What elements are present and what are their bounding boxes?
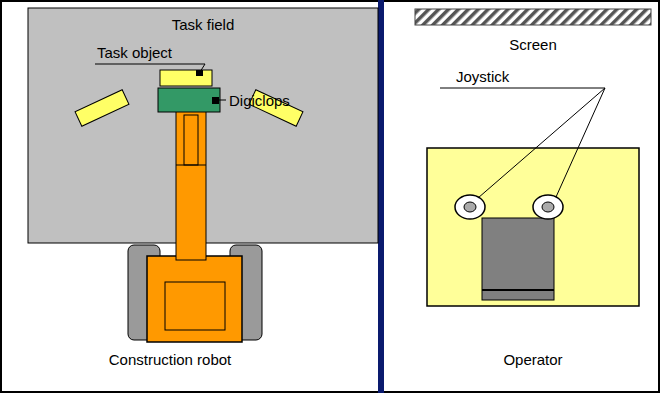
region-title: Task field <box>172 16 235 33</box>
part-label: Joystick <box>456 68 509 85</box>
operator-console <box>427 148 639 306</box>
leader-line <box>440 88 605 89</box>
part-label: Digiclops <box>229 92 290 109</box>
joystick <box>542 202 554 212</box>
leader-mark <box>212 97 219 104</box>
task-object <box>75 90 129 126</box>
operator-seat <box>482 289 554 291</box>
leader-line <box>556 88 605 197</box>
leader-line <box>478 88 605 198</box>
arm-joint <box>184 115 198 165</box>
leader-line <box>219 100 226 101</box>
robot-body <box>147 256 242 342</box>
screen <box>415 9 651 25</box>
part-label: Task object <box>97 44 172 61</box>
part-label: Operator <box>503 351 562 368</box>
leader-line <box>95 64 205 65</box>
joystick <box>464 202 476 212</box>
digiclops-camera <box>158 88 220 112</box>
part-label: Screen <box>509 36 557 53</box>
joystick <box>533 195 563 219</box>
leader-mark <box>196 70 203 76</box>
robot-cab <box>165 282 225 330</box>
task-object <box>160 70 212 86</box>
joystick <box>455 195 485 219</box>
robot-arm <box>176 110 206 260</box>
part-label: Construction robot <box>109 351 232 368</box>
operator-seat <box>482 218 554 300</box>
field-region: Task field <box>28 8 378 243</box>
divider <box>378 0 384 393</box>
